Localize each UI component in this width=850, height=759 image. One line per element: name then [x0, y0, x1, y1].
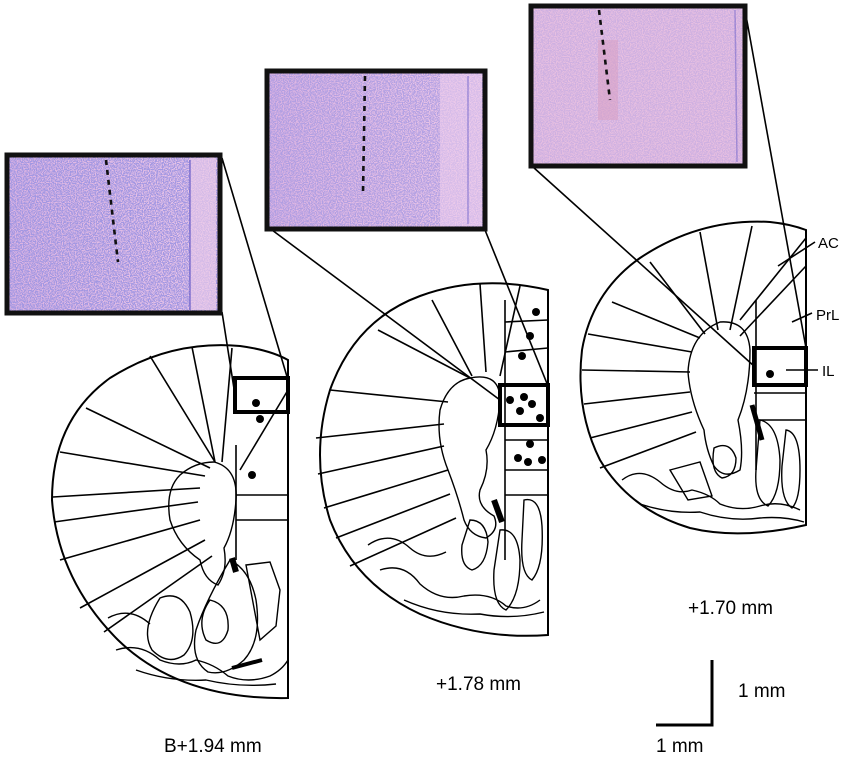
- section-b-cortex-folds: [367, 537, 545, 618]
- section-c-zoom-lines: [532, 9, 807, 367]
- section-a-striatum: [193, 559, 259, 674]
- section-c-ventricle: [687, 321, 751, 479]
- brain-section-b: +1.78 mm: [264, 68, 550, 695]
- section-c-cannula-dot: [766, 370, 774, 378]
- section-c-roi-box: [752, 346, 808, 387]
- section-c-label: +1.70 mm: [688, 598, 773, 619]
- region-label-il: IL: [822, 363, 835, 380]
- section-a-basal: [146, 561, 281, 661]
- section-a-cannula-dots: [248, 399, 264, 479]
- section-a-label: B+1.94 mm: [164, 736, 262, 757]
- brain-section-c: AC PrL IL +1.70 mm: [528, 3, 839, 619]
- section-b-striatum: [461, 498, 543, 611]
- micrograph-b: [264, 68, 488, 232]
- section-a-cortex-folds: [107, 612, 289, 687]
- section-c-outline: [579, 220, 807, 535]
- scale-bar: 1 mm 1 mm: [656, 660, 786, 757]
- section-b-ventricle: [438, 376, 501, 539]
- section-a-zoom-lines: [221, 157, 289, 396]
- section-b-label: +1.78 mm: [436, 674, 521, 695]
- brain-section-a: B+1.94 mm: [4, 152, 290, 757]
- region-label-ac: AC: [818, 235, 839, 252]
- section-c-striatum: [755, 419, 801, 509]
- section-a-ventricle: [168, 461, 237, 586]
- section-b-roi-box: [498, 383, 550, 427]
- section-b-zoom-lines: [271, 229, 549, 401]
- section-c-cortex-folds: [621, 461, 805, 523]
- micrograph-a: [4, 152, 223, 316]
- section-b-cannula-dots: [506, 308, 546, 466]
- section-b-outline: [319, 282, 549, 637]
- region-label-prl: PrL: [816, 307, 839, 324]
- micrograph-c: [528, 3, 748, 169]
- scale-bar-horizontal-label: 1 mm: [656, 736, 704, 757]
- scale-bar-vertical-label: 1 mm: [738, 681, 786, 702]
- region-label-leaders: [777, 241, 818, 371]
